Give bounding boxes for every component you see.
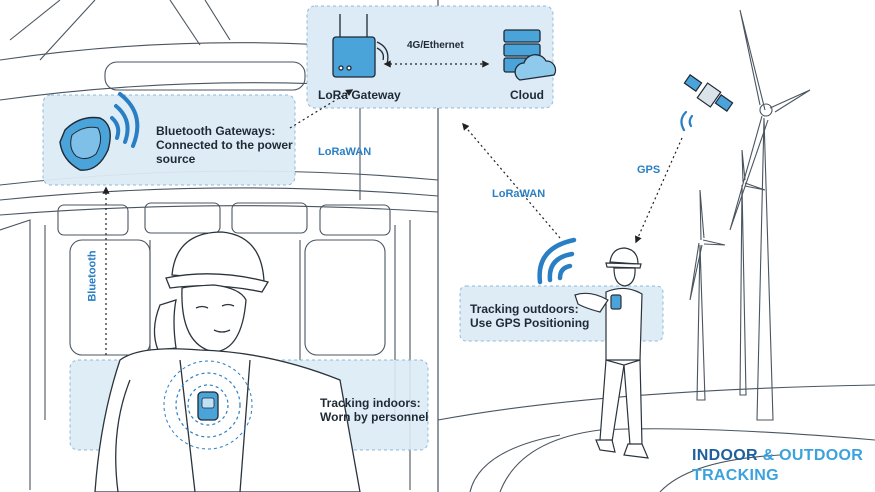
title-indoor: INDOOR: [692, 447, 758, 464]
title-ampersand: &: [762, 447, 775, 464]
page-title: INDOOR & OUTDOOR TRACKING: [692, 446, 863, 486]
satellite-icon: [680, 74, 734, 132]
lorawan-outdoor-label: LoRaWAN: [492, 188, 546, 200]
outdoor-worker-art: [574, 247, 649, 459]
lorawan-indoor-label: LoRaWAN: [318, 146, 372, 158]
gps-label: GPS: [637, 164, 661, 176]
router-icon: [332, 14, 389, 78]
bluetooth-gateway-panel: [42, 94, 296, 186]
4g-ethernet-label: 4G/Ethernet: [407, 40, 464, 51]
gateway-cloud-panel: [306, 5, 554, 109]
indoor-tracking-description: Tracking indoors: Worn by personnel: [320, 396, 428, 424]
bt-gateway-line-1: Bluetooth Gateways:: [156, 124, 276, 138]
indoor-worker-art: [94, 231, 361, 492]
gps-link: [635, 137, 683, 244]
bluetooth-beacon-icon: [59, 92, 140, 171]
wifi-signal-icon: [537, 237, 577, 285]
title-outdoor: OUTDOOR: [779, 447, 864, 464]
lorawan-outdoor-link: [462, 122, 561, 239]
tracker-device-icon: [163, 360, 253, 450]
outdoor-line-2: Use GPS Positioning: [470, 316, 590, 330]
bt-gateway-line-3: source: [156, 152, 196, 166]
outdoor-line-1: Tracking outdoors:: [470, 302, 579, 316]
gateway-label: LoRa Gateway: [318, 88, 401, 102]
bluetooth-gateway-description: Bluetooth Gateways: Connected to the pow…: [156, 124, 293, 166]
indoor-line-1: Tracking indoors:: [320, 396, 421, 410]
lorawan-indoor-link: [289, 89, 354, 129]
indoor-line-2: Worn by personnel: [320, 410, 429, 424]
outdoor-tracking-description: Tracking outdoors: Use GPS Positioning: [470, 302, 589, 330]
cloud-label: Cloud: [510, 88, 544, 102]
bt-gateway-line-2: Connected to the power: [156, 138, 293, 152]
bluetooth-label: Bluetooth: [86, 250, 99, 302]
cloud-server-icon: [503, 29, 557, 81]
title-tracking: TRACKING: [692, 467, 779, 484]
